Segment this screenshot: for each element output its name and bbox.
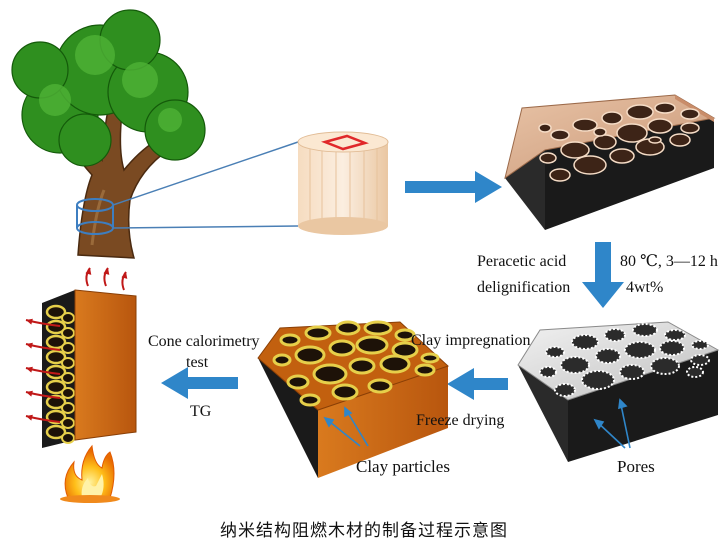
arrow-left-mid [447, 368, 508, 400]
label-conditions-conc: 4wt% [626, 279, 664, 296]
label-conditions-temp: 80 ℃, 3—12 h [620, 253, 718, 270]
label-tg: TG [190, 403, 212, 420]
pores-pointers [593, 398, 631, 449]
flame-icon [60, 444, 120, 503]
label-pores: Pores [617, 457, 655, 476]
delignified-block [517, 321, 720, 462]
burning-sample [42, 289, 137, 448]
label-cone-calorimetry-test: test [186, 354, 209, 371]
label-freeze-drying: Freeze drying [416, 412, 505, 429]
heat-arrow-icon [25, 267, 128, 423]
clay-particles-pointers [323, 406, 369, 447]
tree-icon [11, 9, 206, 259]
label-clay-particles: Clay particles [356, 457, 450, 476]
clay-block [257, 320, 449, 478]
figure-caption: 纳米结构阻燃木材的制备过程示意图 [220, 521, 508, 541]
wood-log-icon [297, 131, 389, 235]
natural-wood-block [504, 94, 716, 230]
label-delignification: delignification [477, 279, 571, 296]
process-arrows [161, 171, 624, 400]
label-peracetic-acid: Peracetic acid [477, 253, 567, 270]
label-cone-calorimetry: Cone calorimetry [148, 333, 260, 350]
arrow-left-low [161, 367, 238, 399]
arrow-right [405, 171, 502, 203]
arrow-down [582, 242, 624, 308]
label-clay-impregnation: Clay impregnation [411, 332, 531, 349]
zoom-lines [112, 141, 299, 229]
